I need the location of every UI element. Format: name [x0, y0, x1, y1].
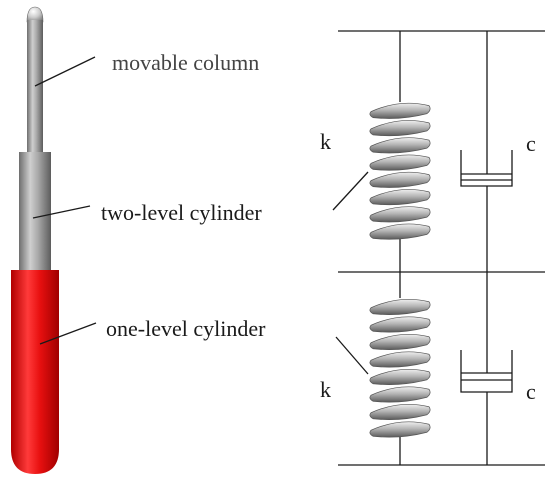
spring-coil — [369, 386, 431, 403]
spring-coil — [369, 368, 431, 385]
spring-upper-label: k — [320, 129, 331, 154]
spring-coil — [369, 316, 431, 333]
cylinder-bottom-cap — [11, 449, 59, 474]
spring-coil — [369, 333, 431, 350]
two-level-cylinder-body — [19, 152, 51, 272]
spring-coil — [369, 154, 431, 171]
movable-column-label: movable column — [112, 50, 260, 75]
one-level-cylinder-body — [11, 270, 59, 450]
spring-coil — [369, 421, 431, 438]
leader-one-level-cylinder — [39, 322, 97, 345]
spring-coil — [369, 223, 431, 240]
leader-two-level-cylinder — [32, 205, 91, 219]
spring-coil — [369, 206, 431, 223]
one-level-cylinder-label: one-level cylinder — [106, 316, 266, 341]
spring-coil — [369, 137, 431, 154]
telescopic-cylinder — [11, 6, 59, 474]
spring-upper — [369, 102, 431, 240]
movable-column — [27, 20, 43, 154]
damper-upper-label: c — [526, 131, 536, 156]
spring-lower-label: k — [320, 377, 331, 402]
spring-lower — [369, 298, 431, 438]
spring-coil — [369, 351, 431, 368]
leader-spring-lower — [335, 336, 369, 375]
leader-spring-upper — [332, 171, 369, 211]
spring-coil — [369, 171, 431, 188]
spring-coil — [369, 298, 431, 315]
spring-coil — [369, 189, 431, 206]
column-top-cap — [26, 6, 44, 23]
leader-movable-column — [34, 56, 96, 87]
damper-lower-label: c — [526, 379, 536, 404]
spring-coil — [369, 120, 431, 137]
spring-coil — [369, 102, 431, 119]
spring-coil — [369, 403, 431, 420]
spring-damper-model — [332, 30, 545, 466]
two-level-cylinder-label: two-level cylinder — [101, 200, 262, 225]
